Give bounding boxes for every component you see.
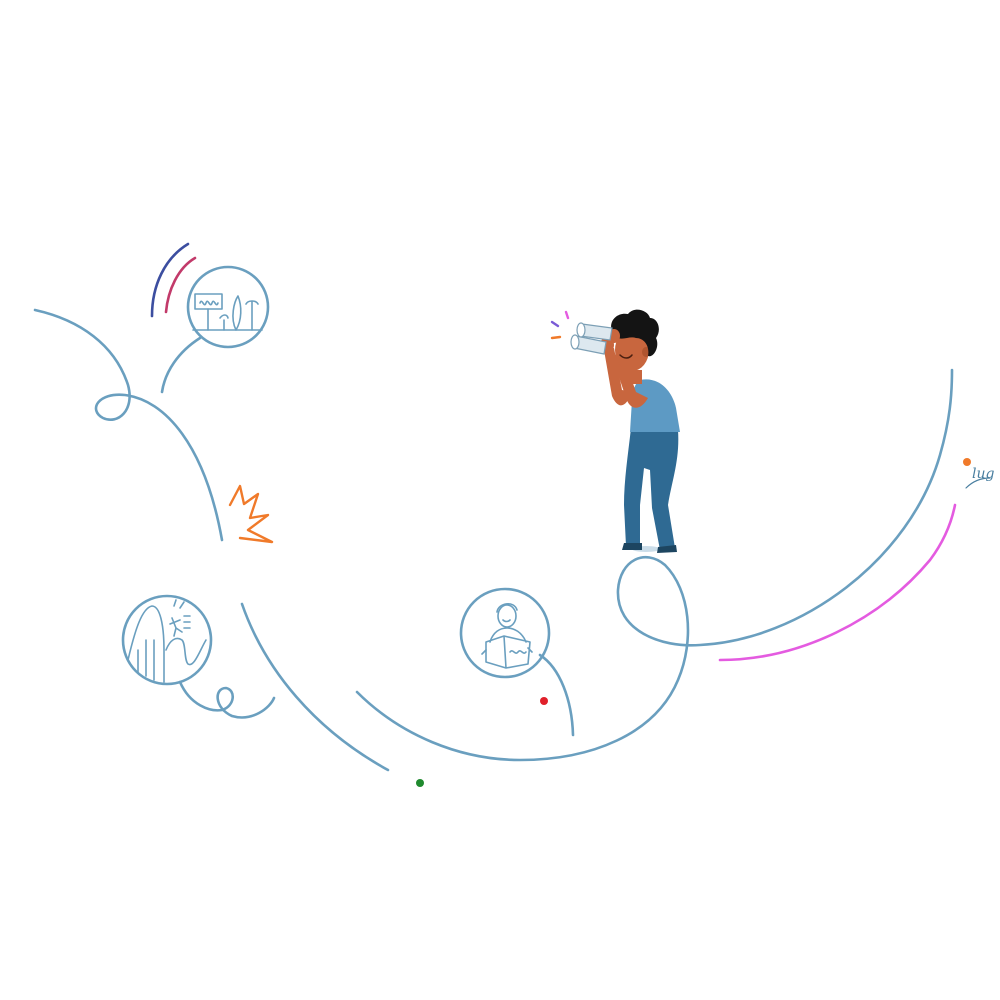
climber-vignette-icon bbox=[121, 594, 213, 686]
artist-signature: lug bbox=[965, 466, 994, 489]
signature-flourish bbox=[965, 477, 991, 489]
sparkle-magenta bbox=[564, 310, 570, 320]
figure-smile bbox=[619, 354, 633, 359]
garden-tall-leaf bbox=[232, 295, 242, 331]
accent-strokes bbox=[150, 242, 957, 662]
garden-stalk bbox=[245, 300, 259, 331]
reader-vignette-frame bbox=[459, 587, 551, 679]
trail-climber-tail bbox=[178, 680, 276, 719]
reader-head bbox=[497, 604, 517, 628]
dot-orange bbox=[963, 458, 971, 466]
figure-neck bbox=[628, 370, 642, 384]
trail-garden-stem bbox=[160, 336, 202, 394]
reader-vignette-icon bbox=[459, 587, 551, 679]
climber-rock-left bbox=[127, 605, 165, 683]
explorer-figure bbox=[550, 309, 680, 553]
trail-reader-stem bbox=[538, 653, 575, 737]
figure-head bbox=[615, 329, 649, 371]
figure-ear bbox=[642, 347, 650, 357]
garden-vignette-icon bbox=[186, 265, 270, 349]
reader-shoulders bbox=[489, 627, 527, 643]
figure-hair bbox=[611, 309, 659, 357]
reader-hands bbox=[481, 647, 533, 655]
dots bbox=[416, 458, 971, 787]
trail-lower-left-arc bbox=[240, 602, 390, 772]
sparkle-marks bbox=[550, 310, 570, 340]
climber-figure bbox=[169, 617, 183, 637]
sparkle-purple bbox=[550, 320, 560, 328]
climber-rock-lines bbox=[137, 639, 155, 681]
reader-book-scribble bbox=[509, 650, 527, 654]
binocular-lens-lower bbox=[570, 334, 580, 350]
garden-flower-small bbox=[219, 314, 229, 331]
accent-arc-crimson bbox=[164, 256, 197, 314]
dot-green bbox=[416, 779, 424, 787]
garden-vignette-frame bbox=[186, 265, 270, 349]
figure-shoe-left bbox=[622, 543, 642, 550]
climber-marks bbox=[183, 615, 191, 629]
trail-lines bbox=[33, 308, 954, 772]
trail-main-swoop bbox=[355, 368, 954, 762]
binocular-lens-upper bbox=[576, 322, 586, 338]
climber-spark bbox=[173, 599, 185, 609]
figure-shoe-right bbox=[657, 545, 677, 553]
reader-hair bbox=[496, 603, 518, 613]
figure-jeans bbox=[624, 428, 679, 550]
climber-vignette-frame bbox=[121, 594, 213, 686]
sparkle-orange bbox=[550, 335, 562, 340]
reader-face bbox=[502, 619, 511, 623]
garden-sign-scribble bbox=[199, 300, 219, 306]
spark-icon bbox=[228, 484, 274, 544]
reader-book bbox=[485, 635, 531, 669]
accent-arc-magenta bbox=[718, 503, 957, 662]
signature-text: lug bbox=[972, 466, 994, 482]
binoculars-icon bbox=[570, 322, 613, 355]
climber-rock-right bbox=[165, 637, 207, 666]
trail-upper-left bbox=[33, 308, 224, 542]
dot-red bbox=[540, 697, 548, 705]
accent-arc-navy bbox=[150, 242, 190, 318]
